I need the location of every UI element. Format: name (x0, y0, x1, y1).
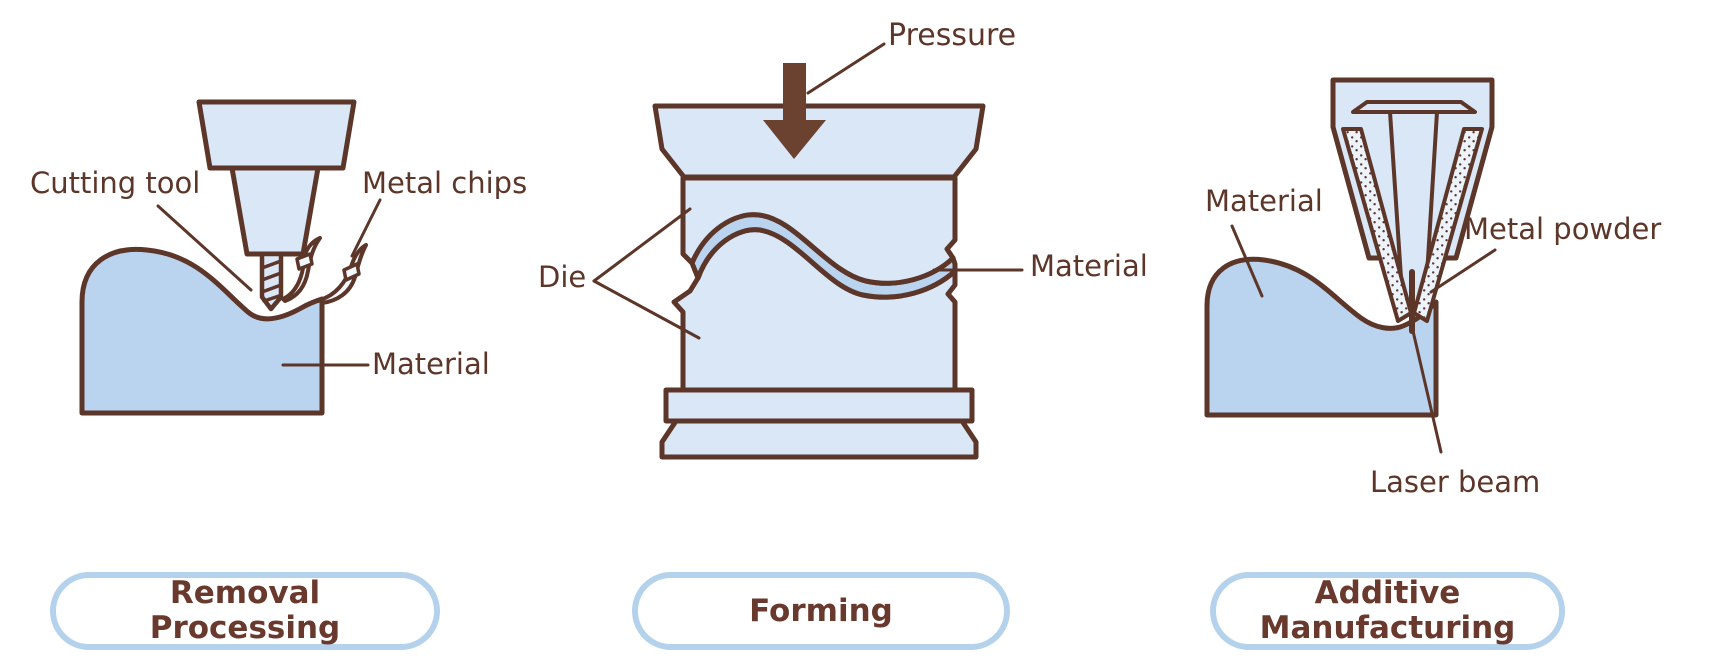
material-label-middle: Material (1030, 249, 1148, 283)
laser-beam-label: Laser beam (1370, 465, 1541, 499)
drill-bit-flutes (260, 259, 283, 303)
metal-powder-label: Metal powder (1464, 212, 1662, 246)
additive-manufacturing-diagram (1204, 77, 1497, 454)
removal-processing-diagram (79, 99, 382, 416)
cutting-tool-label: Cutting tool (30, 166, 201, 200)
caption-line: Forming (749, 592, 893, 629)
nozzle-cap-plate (1351, 100, 1477, 114)
material-label-left: Material (372, 347, 490, 381)
cutting-tool-taper (229, 165, 321, 257)
material-right-leader-line (1230, 224, 1264, 298)
caption-additive-manufacturing: Additive Manufacturing (1210, 572, 1565, 650)
metal-chip-collar (295, 252, 314, 271)
metal-powder-leader-line (1429, 248, 1497, 294)
metal-chip-collar (342, 262, 361, 282)
material-block (79, 246, 325, 416)
press-ram (652, 103, 986, 180)
press-base (659, 418, 979, 460)
pressure-arrow-icon (763, 63, 826, 159)
caption-line: Manufacturing (1259, 610, 1516, 646)
forming-diagram (592, 42, 1024, 460)
die-label: Die (538, 260, 587, 294)
pressure-label: Pressure (888, 18, 1017, 53)
caption-removal-processing: Removal Processing (50, 572, 440, 650)
die-leader-line-upper (592, 207, 692, 283)
metal-chips-leader-line (350, 198, 382, 258)
press-bed-plate (663, 387, 975, 424)
caption-line: Removal (169, 575, 321, 611)
metal-chips-label: Metal chips (362, 166, 528, 200)
material-label-right: Material (1205, 184, 1323, 218)
caption-forming: Forming (632, 572, 1010, 650)
cutting-tool-holder (196, 99, 357, 171)
pressure-leader-line (806, 42, 886, 95)
die-leader-line-lower (592, 279, 701, 340)
cutting-tool-leader-line (156, 204, 253, 292)
caption-line: Additive (1314, 575, 1461, 611)
material-mound (1204, 256, 1439, 418)
laser-beam-leader-line (1411, 329, 1443, 454)
caption-line: Processing (149, 610, 341, 646)
